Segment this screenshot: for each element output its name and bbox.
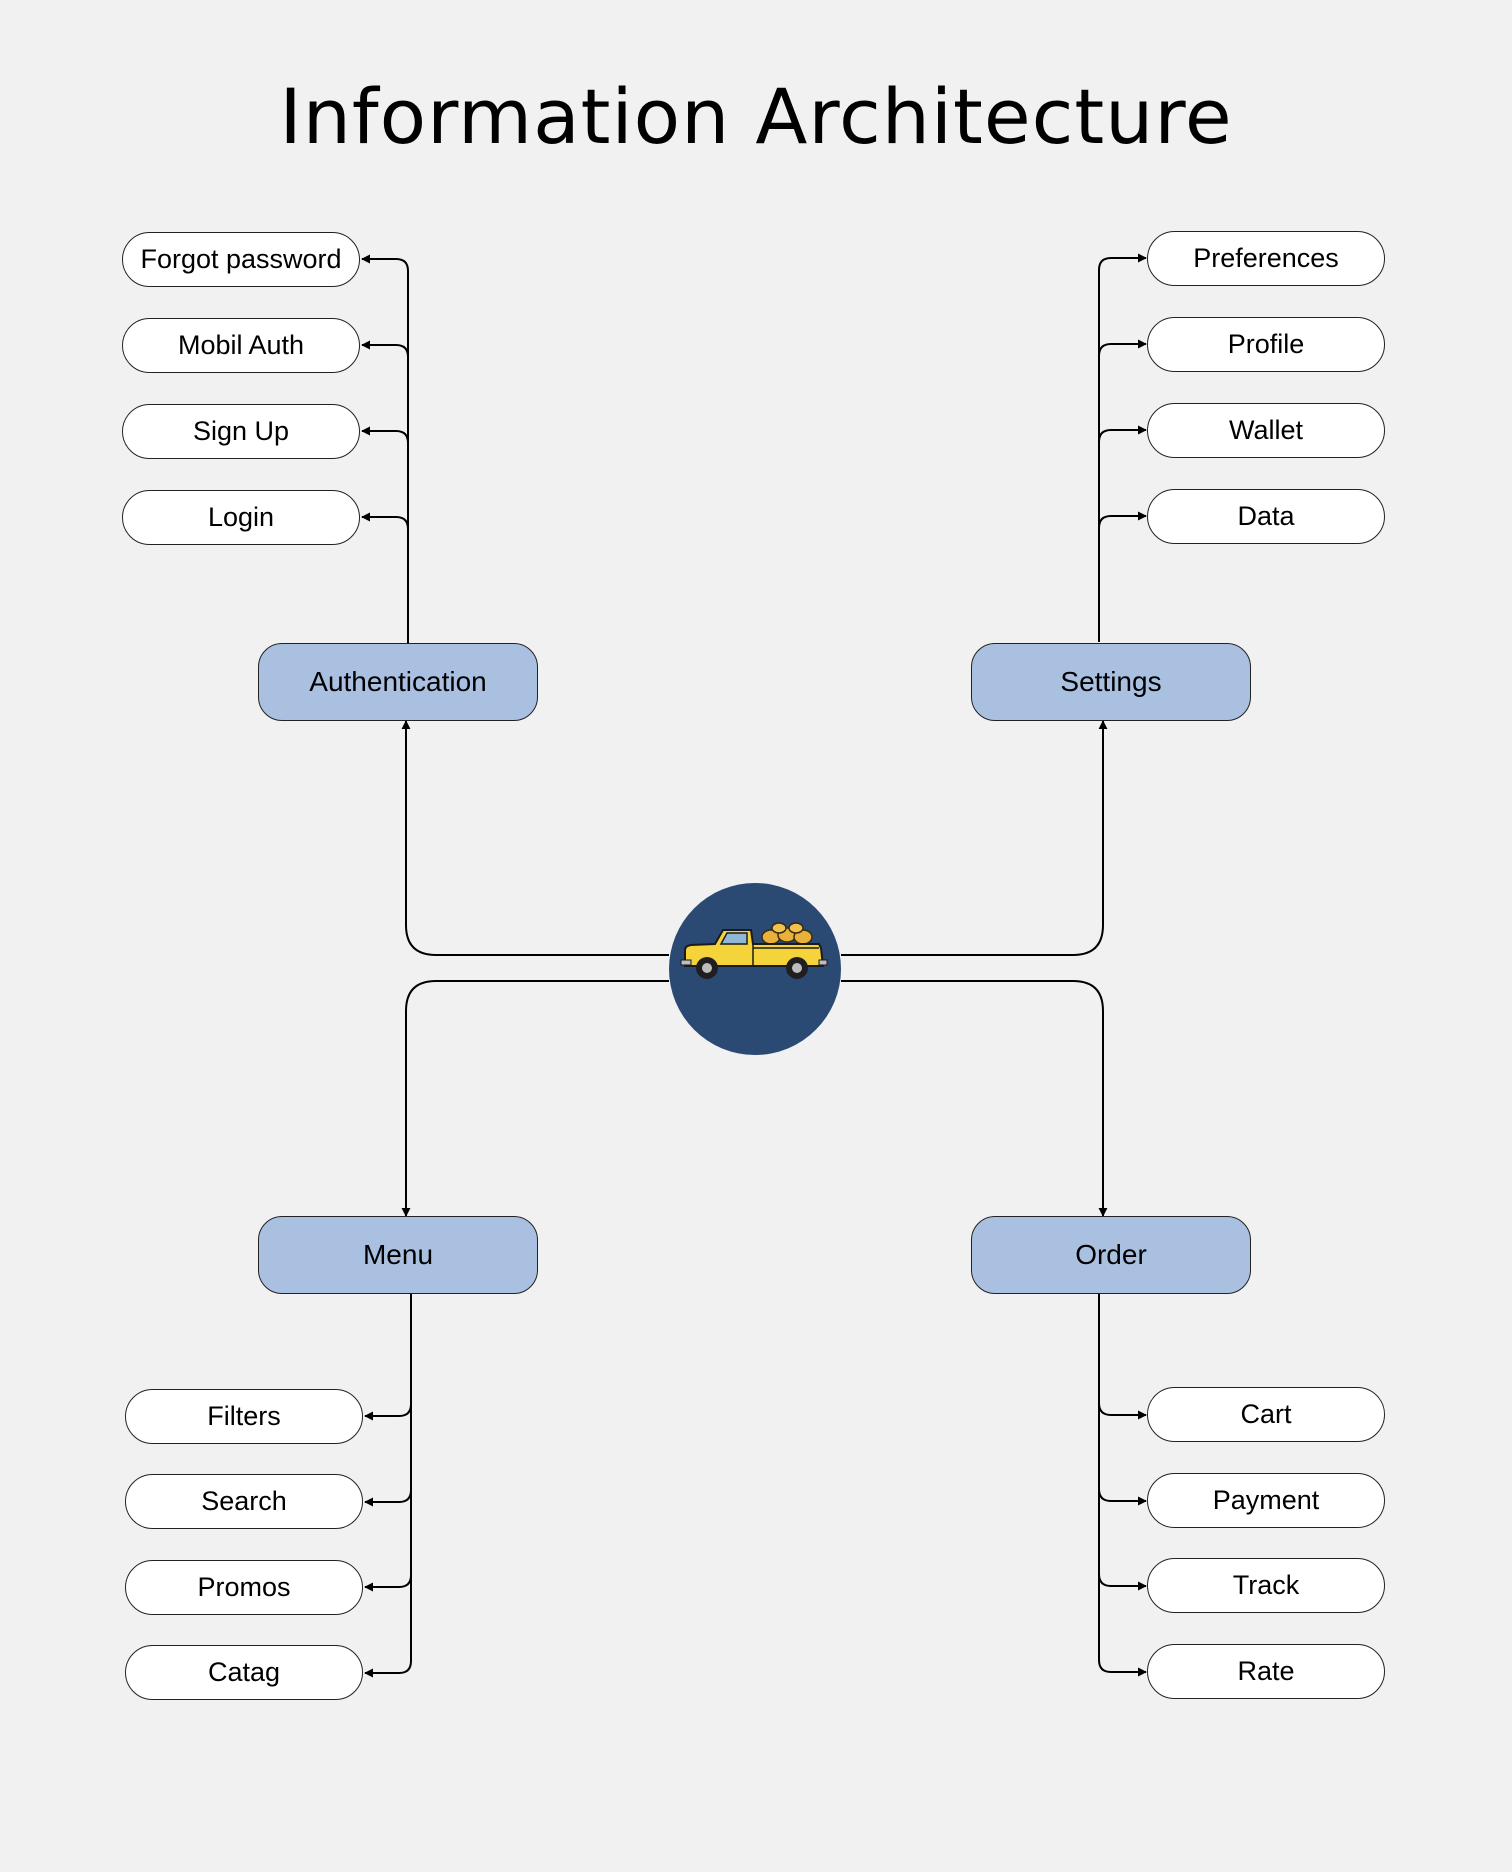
node-search: Search	[125, 1474, 363, 1529]
order-branch-1	[1098, 1402, 1147, 1420]
menu-branch-4	[364, 1660, 412, 1678]
menu-branch-1	[364, 1403, 412, 1421]
hub-to-menu-line	[401, 980, 669, 1217]
hub-to-authentication-line	[401, 720, 669, 956]
node-settings: Settings	[971, 643, 1251, 721]
node-sign-up: Sign Up	[122, 404, 360, 459]
auth-branch-3	[361, 426, 409, 444]
hub-to-settings-line	[841, 720, 1108, 956]
order-branch-2	[1098, 1488, 1147, 1506]
menu-branch-3	[364, 1574, 412, 1592]
node-payment: Payment	[1147, 1473, 1385, 1528]
node-catag: Catag	[125, 1645, 363, 1700]
menu-branch-2	[364, 1489, 412, 1507]
node-order: Order	[971, 1216, 1251, 1294]
hub-circle	[669, 883, 841, 1055]
node-rate: Rate	[1147, 1644, 1385, 1699]
node-forgot-password: Forgot password	[122, 232, 360, 287]
page-title: Information Architecture	[279, 72, 1233, 161]
node-login: Login	[122, 490, 360, 545]
node-promos: Promos	[125, 1560, 363, 1615]
order-branch-4	[1098, 1659, 1147, 1677]
settings-branch-1	[1098, 253, 1147, 271]
settings-branch-4	[1098, 511, 1147, 529]
node-track: Track	[1147, 1558, 1385, 1613]
node-preferences: Preferences	[1147, 231, 1385, 286]
node-menu: Menu	[258, 1216, 538, 1294]
order-branch-3	[1098, 1573, 1147, 1591]
pickup-truck-icon	[680, 922, 828, 979]
node-wallet: Wallet	[1147, 403, 1385, 458]
hub-to-order-line	[841, 980, 1108, 1217]
auth-branch-2	[361, 340, 409, 358]
settings-branch-3	[1098, 425, 1147, 443]
node-mobil-auth: Mobil Auth	[122, 318, 360, 373]
auth-branch-1	[361, 254, 409, 272]
node-profile: Profile	[1147, 317, 1385, 372]
settings-branch-2	[1098, 339, 1147, 357]
node-filters: Filters	[125, 1389, 363, 1444]
auth-branch-4	[361, 512, 409, 530]
node-data: Data	[1147, 489, 1385, 544]
node-cart: Cart	[1147, 1387, 1385, 1442]
node-authentication: Authentication	[258, 643, 538, 721]
